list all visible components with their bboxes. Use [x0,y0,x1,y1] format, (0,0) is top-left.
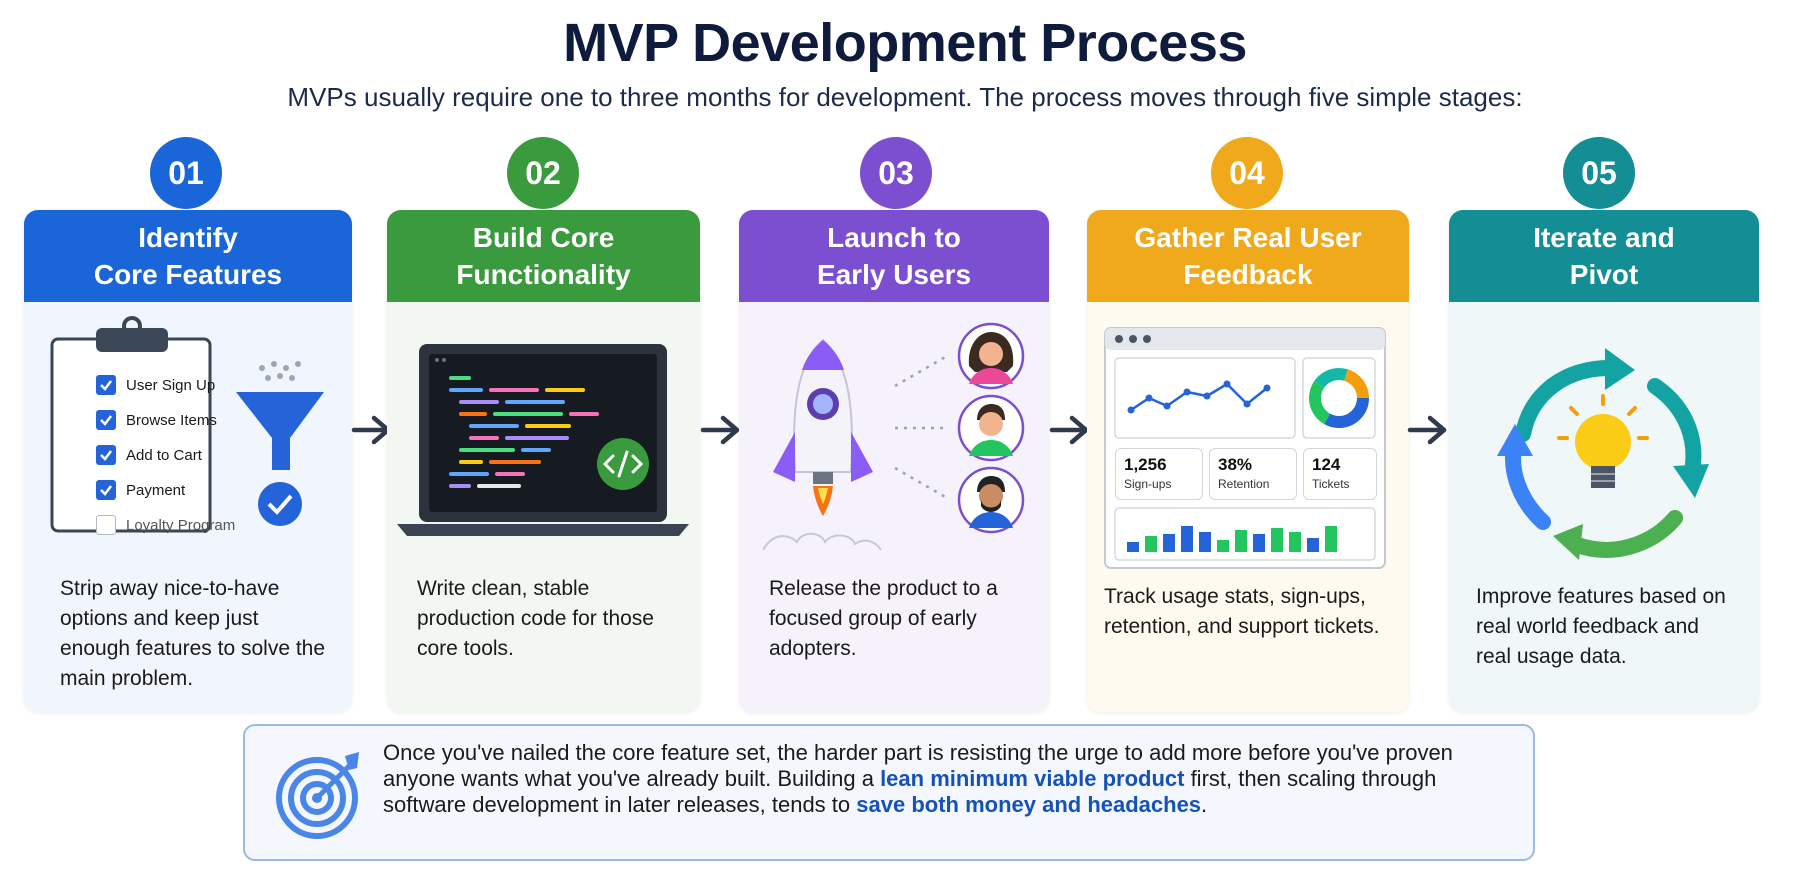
stage-5-number-badge: 05 [1563,137,1635,209]
stage-3-header: Launch to Early Users [739,210,1049,302]
laptop-code-icon [397,344,689,536]
stat-value: 1,256 [1124,455,1167,474]
stage-3-description: Release the product to a focused group o… [769,577,998,660]
stage-5-title-line2: Pivot [1569,259,1639,290]
callout-box: Once you've nailed the core feature set,… [243,724,1535,861]
stage-3-body: Release the product to a focused group o… [739,302,1049,712]
target-icon [276,752,359,839]
stage-1-description: Strip away nice-to-have options and keep… [60,577,326,690]
callout-highlight-1: lean minimum viable product [880,766,1185,791]
stage-1-title-line1: Identify [138,222,238,253]
callout-text: Once you've nailed the core feature set,… [383,740,1473,818]
check-circle-icon [258,482,302,526]
stat-label: Tickets [1312,477,1350,491]
checkbox-checked-icon [96,480,116,500]
stage-5-description: Improve features based on real world fee… [1476,585,1726,668]
checklist-item-3: Add to Cart [96,445,202,465]
arrow-right-icon [700,415,740,445]
stage-3-title-line2: Early Users [816,259,972,290]
checklist-label: Add to Cart [126,446,202,464]
checkbox-checked-icon [96,375,116,395]
stage-2-card: Build Core Functionality [387,210,700,712]
checklist-label: Loyalty Program [126,516,236,534]
checklist-item-1: User Sign Up [96,375,215,395]
stat-label: Retention [1218,477,1270,491]
rocket-icon [763,338,882,551]
stage-4-description: Track usage stats, sign-ups, retention, … [1104,585,1380,638]
checklist-label: User Sign Up [126,376,216,394]
stage-2-number-badge: 02 [507,137,579,209]
stage-4-header: Gather Real User Feedback [1087,210,1409,302]
callout-text-part1: Once you've nailed the core feature set,… [383,740,1453,791]
clipboard-icon [50,316,212,533]
stage-4-title-line1: Gather Real User [1134,222,1362,253]
callout-text-part2: first, then scaling through software dev… [383,766,1437,817]
stage-3-card: Launch to Early Users [739,210,1049,712]
lightbulb-icon [1557,394,1649,488]
page-subtitle: MVPs usually require one to three months… [287,82,1523,112]
user-avatar-icon [957,322,1025,390]
stat-label: Sign-ups [1124,477,1172,491]
stage-5-body: Improve features based on real world fee… [1449,302,1759,712]
stage-3-number-badge: 03 [860,137,932,209]
stage-1-number-badge: 01 [150,137,222,209]
stat-value: 38% [1218,455,1253,474]
callout-text-part3: . [1201,792,1208,817]
stage-4-card: Gather Real User Feedback [1087,210,1409,712]
page-title: MVP Development Process [563,13,1247,73]
stage-4-body: 1,256 Sign-ups 38% Retention 124 Tickets… [1087,302,1409,712]
checklist-item-5: Loyalty Program [96,515,235,535]
stat-value: 124 [1312,455,1341,474]
checkbox-checked-icon [96,445,116,465]
checklist-label: Payment [126,481,186,499]
stage-1-title-line2: Core Features [93,259,283,290]
checkbox-checked-icon [96,410,116,430]
checklist-item-2: Browse Items [96,410,217,430]
arrow-right-icon [1049,415,1089,445]
stage-2-title-line2: Functionality [456,259,631,290]
stage-4-title-line2: Feedback [1183,259,1313,290]
checkbox-unchecked-icon [96,515,116,535]
funnel-icon [236,361,324,526]
stage-1-card: Identify Core Features User Sign Up Brow… [24,210,352,712]
stage-2-header: Build Core Functionality [387,210,700,302]
stage-1-header: Identify Core Features [24,210,352,302]
stage-4-number-badge: 04 [1211,137,1283,209]
stage-1-body: User Sign Up Browse Items Add to Cart Pa… [24,302,352,712]
checklist-item-4: Payment [96,480,185,500]
stage-2-title-line1: Build Core [472,222,615,253]
checklist-label: Browse Items [126,411,217,429]
stage-5-card: Iterate and Pivot Improve feat [1449,210,1759,712]
user-avatars-group [894,322,1025,534]
stage-3-title-line1: Launch to [827,222,961,253]
stat-card-retention: 38% Retention [1209,448,1297,500]
user-avatar-icon [957,466,1025,534]
callout-highlight-2: save both money and headaches [856,792,1202,817]
user-avatar-icon [957,394,1025,462]
stage-2-body: Write clean, stable production code for … [387,302,700,712]
cycle-arrows-icon [1497,348,1709,560]
stat-card-signups: 1,256 Sign-ups [1115,448,1203,500]
stage-5-header: Iterate and Pivot [1449,210,1759,302]
stage-5-title-line1: Iterate and [1533,222,1675,253]
arrow-right-icon [1407,415,1447,445]
stage-2-description: Write clean, stable production code for … [417,577,654,660]
stat-card-tickets: 124 Tickets [1303,448,1377,500]
